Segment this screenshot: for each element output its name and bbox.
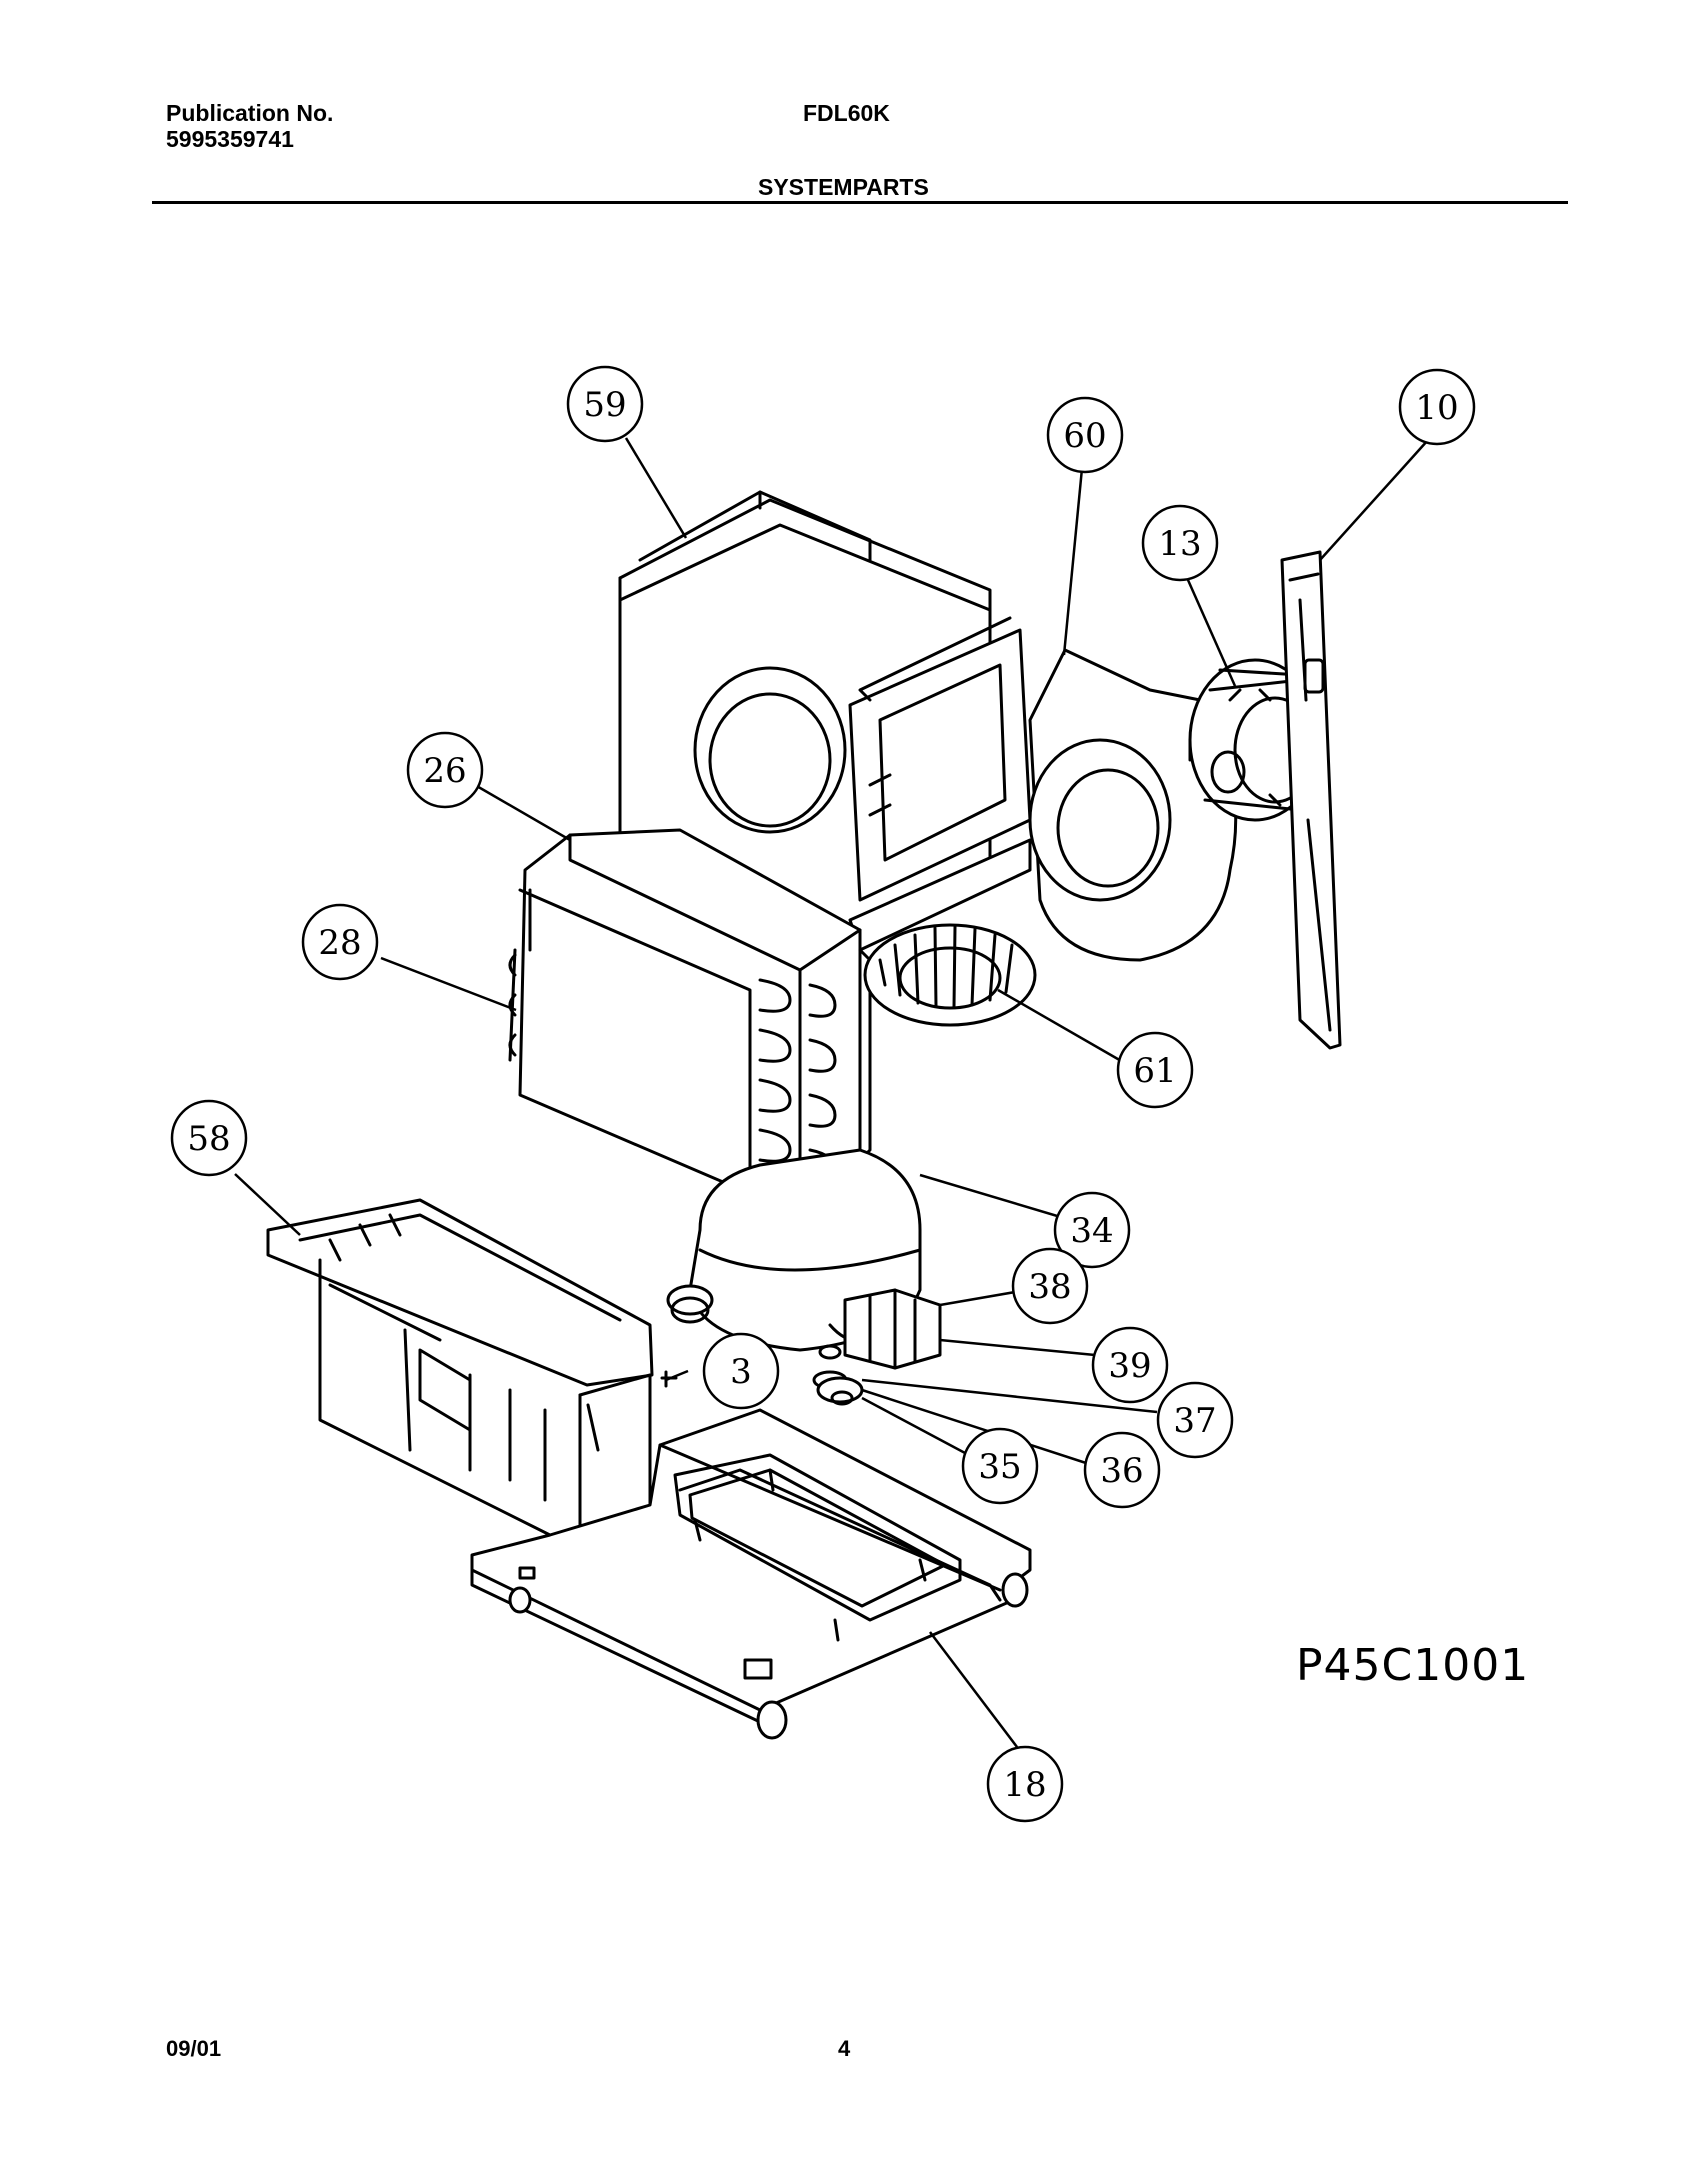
scroll-housing-part: [1028, 648, 1238, 962]
callout-label: 26: [423, 751, 466, 791]
blower-housing-part: [618, 490, 1032, 952]
leader-lines: [234, 437, 1429, 1748]
callout-38: 38: [1011, 1247, 1089, 1325]
callout-label: 38: [1028, 1267, 1071, 1307]
callout-10: 10: [1398, 368, 1476, 446]
callout-label: 60: [1063, 416, 1106, 456]
callout-label: 28: [318, 923, 361, 963]
callout-34: 34: [1053, 1191, 1131, 1269]
callout-label: 58: [187, 1119, 230, 1159]
callout-37: 37: [1156, 1381, 1234, 1459]
publication-label: Publication No.: [166, 100, 334, 126]
callout-label: 37: [1173, 1401, 1216, 1441]
callout-circles: 59 60 10 13 26 28 58 61: [170, 365, 1476, 1823]
base-side-panel-part: [266, 1198, 654, 1552]
publication-number: 5995359741: [166, 126, 294, 152]
callout-18: 18: [986, 1745, 1064, 1823]
callout-label: 13: [1158, 524, 1201, 564]
section-title: SYSTEMPARTS: [758, 174, 929, 200]
base-pan-part: [470, 1408, 1032, 1740]
header-rule: [152, 201, 1568, 204]
callout-3: 3: [702, 1332, 780, 1410]
callout-label: 59: [583, 385, 626, 425]
model-number: FDL60K: [803, 100, 890, 126]
terminal-cover-part: [843, 1288, 942, 1370]
callout-13: 13: [1141, 504, 1219, 582]
evaporator-coil-part: [508, 828, 872, 1217]
callout-label: 34: [1070, 1211, 1113, 1251]
callout-35: 35: [961, 1427, 1039, 1505]
callout-label: 61: [1133, 1051, 1176, 1091]
callout-label: 3: [730, 1352, 752, 1392]
callout-39: 39: [1091, 1326, 1169, 1404]
callout-59: 59: [566, 365, 644, 443]
figure-code: P45C1001: [1296, 1640, 1530, 1691]
callout-58: 58: [170, 1099, 248, 1177]
callout-label: 36: [1100, 1451, 1143, 1491]
page-number: 4: [838, 2036, 851, 2061]
callout-60: 60: [1046, 396, 1124, 474]
callout-61: 61: [1116, 1031, 1194, 1109]
callout-label: 39: [1108, 1346, 1151, 1386]
callout-label: 18: [1003, 1765, 1046, 1805]
mounting-grommet-part: [812, 1344, 864, 1406]
callout-label: 10: [1415, 388, 1458, 428]
callout-label: 35: [978, 1447, 1021, 1487]
publication-date: 09/01: [166, 2036, 222, 2061]
blower-wheel-part: [863, 923, 1037, 1027]
callout-36: 36: [1083, 1431, 1161, 1509]
callout-28: 28: [301, 903, 379, 981]
motor-bracket-part: [1280, 550, 1342, 1050]
callout-26: 26: [406, 731, 484, 809]
